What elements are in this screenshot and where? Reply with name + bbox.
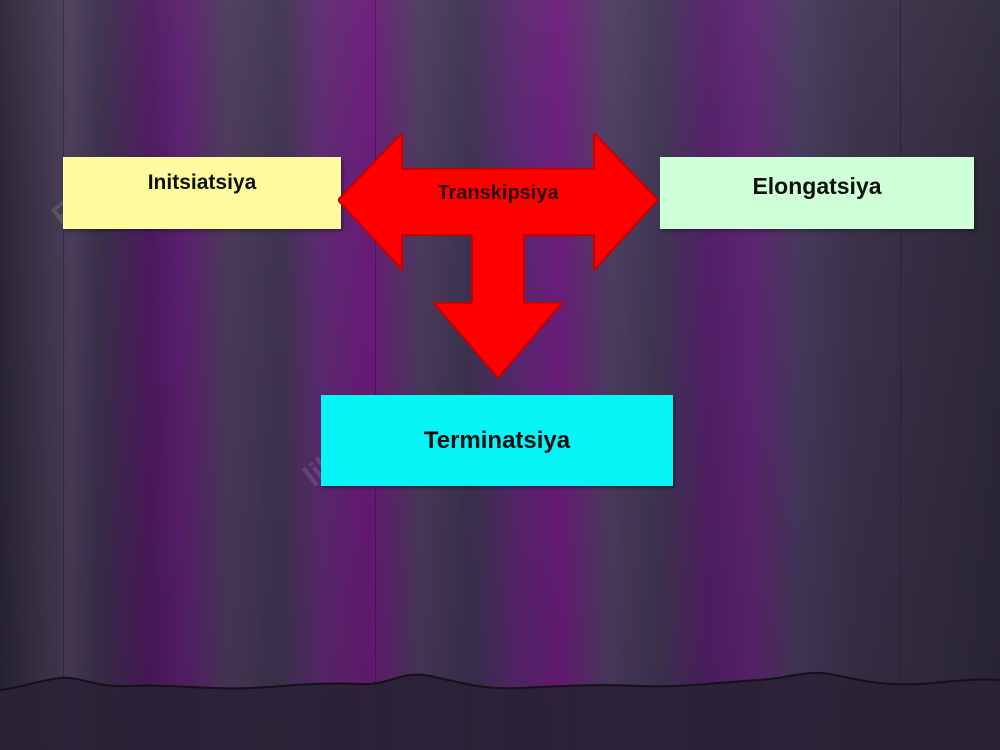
curtain-fold [63,0,64,750]
three-way-arrow [338,133,658,378]
transcription-label: Transkipsiya [437,182,559,204]
elongation-label: Elongatsiya [752,173,882,199]
arrow-shape [338,133,658,378]
initiation-node: Initsiatsiya [63,157,341,229]
termination-label: Terminatsiya [423,426,571,454]
curtain-fold [900,0,901,750]
curtain-fold [375,0,376,750]
curtain-hem [0,671,1000,750]
initiation-label: Initsiatsiya [147,171,257,194]
termination-node: Terminatsiya [321,395,673,486]
elongation-node: Elongatsiya [660,157,974,229]
